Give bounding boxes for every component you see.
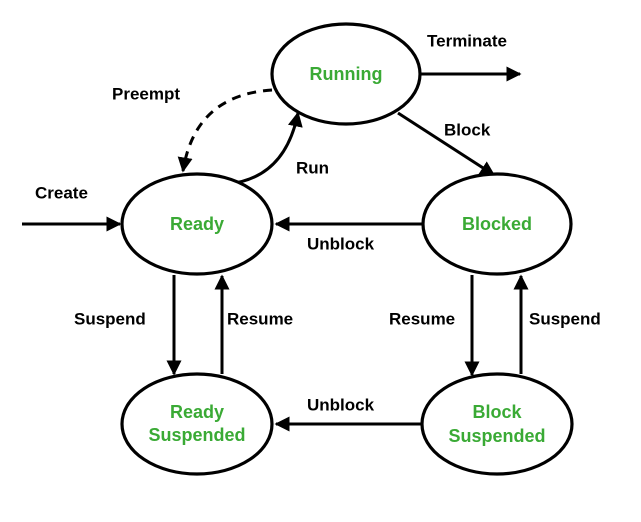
- block-arrow: [397, 111, 496, 177]
- suspend-right-label: Suspend: [529, 309, 601, 328]
- state-blocked-label: Blocked: [462, 214, 532, 234]
- state-ready-suspended-label-line1: Ready: [170, 402, 224, 422]
- state-ready-suspended: Ready Suspended: [120, 372, 274, 476]
- suspend-left-label: Suspend: [74, 309, 146, 328]
- preempt-label: Preempt: [112, 84, 180, 103]
- unblock-bottom-label: Unblock: [307, 395, 375, 414]
- run-label: Run: [296, 158, 329, 177]
- state-ready-label: Ready: [170, 214, 224, 234]
- state-block-suspended-label-line1: Block: [472, 402, 522, 422]
- run-arrow: [227, 111, 303, 186]
- state-ready-suspended-label-line2: Suspended: [148, 425, 245, 445]
- state-block-suspended-label-line2: Suspended: [448, 426, 545, 446]
- state-ready: Ready: [120, 172, 274, 276]
- block-label: Block: [444, 120, 491, 139]
- state-running: Running: [270, 22, 422, 126]
- create-label: Create: [35, 183, 88, 202]
- terminate-label: Terminate: [427, 31, 507, 50]
- unblock-top-label: Unblock: [307, 234, 375, 253]
- resume-left-label: Resume: [227, 309, 293, 328]
- state-block-suspended: Block Suspended: [420, 372, 574, 476]
- state-running-label: Running: [310, 64, 383, 84]
- preempt-arrow: [177, 88, 273, 173]
- resume-right-label: Resume: [389, 309, 455, 328]
- state-blocked: Blocked: [421, 172, 573, 276]
